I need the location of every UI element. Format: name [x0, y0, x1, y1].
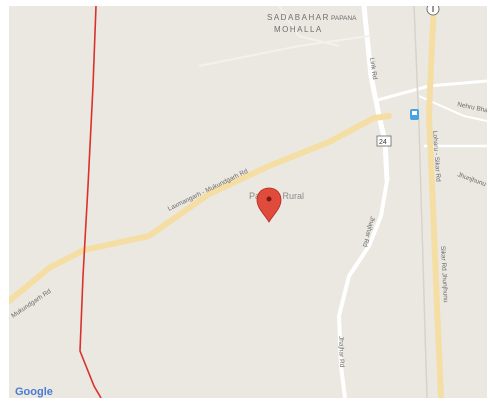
district-boundary [79, 6, 102, 398]
place-label-mohalla: MOHALLA [274, 25, 323, 34]
highway-shield-number: 24 [379, 139, 387, 146]
place-label-sadabahar: SADABAHAR [267, 13, 330, 22]
map-pin-icon[interactable] [256, 187, 282, 223]
road-label-loharu-sikar: Loharu - Sikar Rd [431, 131, 442, 183]
road-label-sikar-right: Sikar Rd Jhunjhunu [439, 246, 449, 303]
fuel-station-icon[interactable] [410, 109, 419, 120]
place-label-papana: PAPANA [331, 15, 357, 22]
road-label-jhajhar-lower: Jhajhar Rd [337, 336, 345, 368]
highway-shield-icon: 24 [376, 135, 392, 147]
map-svg: SADABAHAR MOHALLA PAPANA Papana Rural La… [9, 6, 487, 398]
jhajhar-road [336, 180, 389, 398]
road-label-east-2: Jhunjhunu Rd [456, 171, 487, 191]
route-marker-icon [426, 6, 440, 16]
laxmangarh-mukundgarh-highway [9, 113, 392, 304]
rail-line [413, 6, 428, 398]
road-label-link-rd: Link Rd [368, 57, 378, 80]
map-canvas[interactable]: SADABAHAR MOHALLA PAPANA Papana Rural La… [9, 6, 487, 398]
link-road [361, 6, 390, 182]
google-attribution: Google [15, 386, 53, 398]
village-road-2 [198, 35, 370, 67]
minor-road-ne [418, 95, 487, 122]
loharu-sikar-highway [425, 6, 444, 398]
road-label-laxmangarh-mukundgarh: Laxmangarh - Mukundgarh Rd [167, 168, 250, 213]
